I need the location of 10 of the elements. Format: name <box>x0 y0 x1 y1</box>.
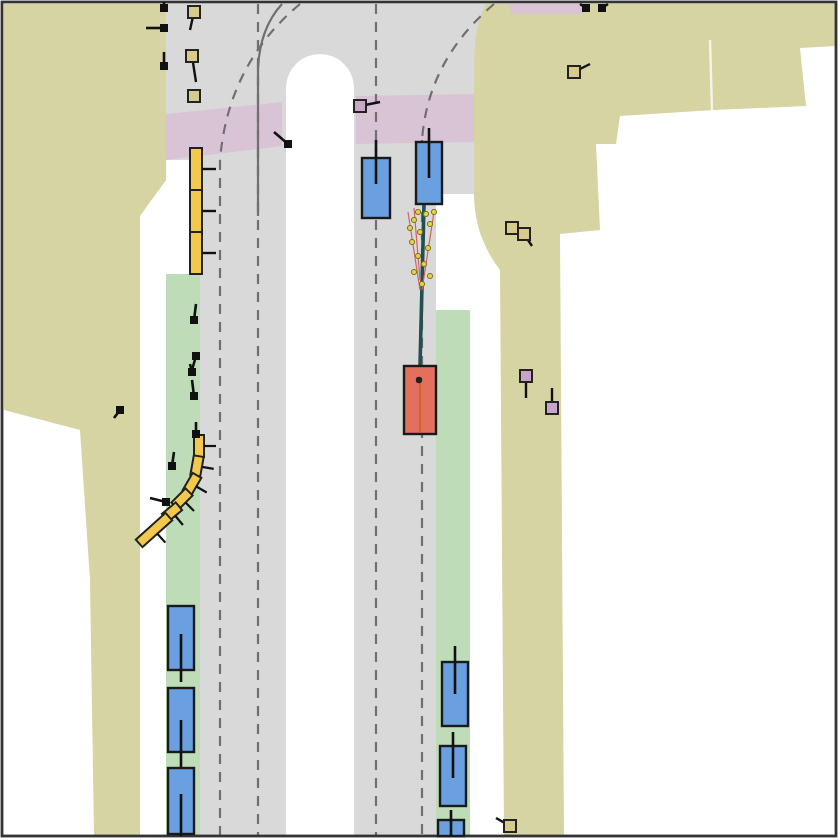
vehicle-icon <box>414 128 444 206</box>
vehicle-icon <box>438 732 468 808</box>
vehicle-icon <box>402 364 438 436</box>
vehicle-icon <box>360 140 392 220</box>
vehicle-icon <box>166 766 196 836</box>
trajectory-line <box>418 203 426 367</box>
vehicle-icon <box>166 686 196 768</box>
vehicle-icon <box>440 646 470 728</box>
vehicle-icon <box>436 810 466 838</box>
vehicle-icon <box>166 604 196 682</box>
